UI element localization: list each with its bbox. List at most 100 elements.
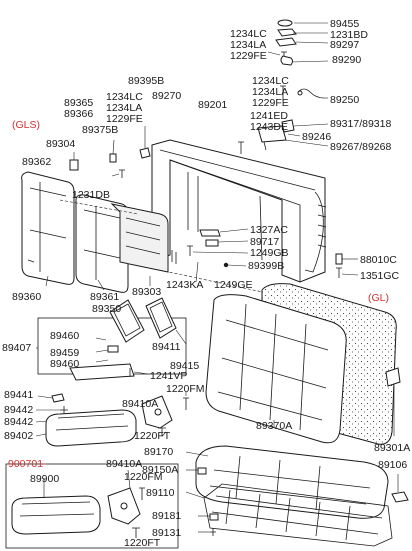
label-1351GC: 1351GC bbox=[360, 270, 400, 282]
gls-seat-back-group bbox=[21, 171, 169, 293]
label-89375B: 89375B bbox=[82, 124, 118, 136]
label-1234LC-left: 1234LC bbox=[106, 91, 143, 103]
bolt-icon bbox=[238, 141, 244, 154]
label-89370A: 89370A bbox=[256, 420, 292, 432]
label-89460-upper: 89460 bbox=[50, 330, 79, 342]
label-89460-lower: 89460 bbox=[50, 358, 79, 370]
label-89362: 89362 bbox=[22, 156, 51, 168]
label-89395B: 89395B bbox=[128, 75, 164, 87]
label-89170: 89170 bbox=[144, 446, 173, 458]
bolt-icon bbox=[132, 527, 140, 538]
small-hardware-left bbox=[69, 126, 151, 178]
label-1229FE-top: 1229FE bbox=[230, 50, 267, 62]
label-89270: 89270 bbox=[152, 90, 181, 102]
frame-icon bbox=[304, 191, 324, 273]
label-1249GE: 1249GE bbox=[214, 279, 253, 291]
clip-icon bbox=[277, 19, 293, 27]
label-89290: 89290 bbox=[332, 54, 361, 66]
seat-cushion-group bbox=[185, 445, 389, 519]
label-1234LA-left: 1234LA bbox=[106, 102, 142, 114]
label-1229FE-left: 1229FE bbox=[106, 113, 143, 125]
label-89402: 89402 bbox=[4, 430, 33, 442]
label-88010C: 88010C bbox=[360, 254, 397, 266]
label-89350: 89350 bbox=[92, 303, 121, 315]
seat-back-icon bbox=[205, 294, 347, 444]
label-89399B: 89399B bbox=[248, 260, 284, 272]
label-89110: 89110 bbox=[146, 487, 175, 499]
label-89442-b: 89442 bbox=[4, 416, 33, 428]
label-89717: 89717 bbox=[250, 236, 279, 248]
clip-icon bbox=[209, 513, 219, 521]
variant-label-gl: (GL) bbox=[368, 292, 389, 304]
label-1234LC-mid: 1234LC bbox=[252, 75, 289, 87]
label-89415: 89415 bbox=[170, 360, 199, 372]
label-1229FE-mid: 1229FE bbox=[252, 97, 289, 109]
label-1220FM-lower: 1220FM bbox=[124, 471, 163, 483]
headrest-clip-group bbox=[267, 19, 329, 66]
label-89267-89268: 89267/89268 bbox=[330, 141, 391, 153]
label-1327AC: 1327AC bbox=[250, 224, 288, 236]
bracket-icon bbox=[281, 119, 295, 133]
clip-icon bbox=[385, 367, 401, 387]
label-1249GB: 1249GB bbox=[250, 247, 289, 259]
label-89317-89318: 89317/89318 bbox=[330, 118, 391, 130]
bolt-icon bbox=[158, 427, 166, 436]
label-1241ED: 1241ED bbox=[250, 110, 288, 122]
label-89201: 89201 bbox=[198, 99, 227, 111]
label-89411: 89411 bbox=[152, 341, 181, 353]
clip-icon bbox=[69, 159, 79, 171]
label-89410A-lower: 89410A bbox=[106, 458, 142, 470]
variant-label-gls: (GLS) bbox=[12, 119, 40, 131]
clip-icon bbox=[51, 393, 65, 403]
label-89365: 89365 bbox=[64, 97, 93, 109]
label-89106: 89106 bbox=[378, 459, 407, 471]
clip-icon bbox=[69, 363, 135, 381]
bolt-icon bbox=[280, 85, 286, 100]
label-89150A: 89150A bbox=[142, 464, 178, 476]
armrest-assembly-box bbox=[36, 297, 187, 381]
label-1220FM-upper: 1220FM bbox=[166, 383, 205, 395]
clip-icon bbox=[197, 467, 207, 475]
label-89250: 89250 bbox=[330, 94, 359, 106]
cushion-hook bbox=[391, 474, 409, 503]
seat-back-icon bbox=[110, 203, 169, 273]
label-1234LA-top: 1234LA bbox=[230, 39, 266, 51]
label-option-900701: 900701- bbox=[8, 458, 47, 470]
lock-bracket bbox=[238, 119, 329, 154]
label-89303: 89303 bbox=[132, 286, 161, 298]
part-labels: 89455 1231BD 89297 89290 1234LC 1234LA 1… bbox=[2, 18, 410, 549]
label-1231DB: 1231DB bbox=[72, 189, 110, 201]
bracket-icon bbox=[199, 229, 221, 237]
clip-icon bbox=[109, 153, 117, 163]
gl-seat-back-group bbox=[205, 283, 401, 445]
label-89131: 89131 bbox=[152, 527, 181, 539]
bolt-icon bbox=[60, 406, 68, 414]
label-1241VP: 1241VP bbox=[150, 370, 187, 382]
label-89181: 89181 bbox=[152, 510, 181, 522]
label-89304: 89304 bbox=[46, 138, 75, 150]
bracket-icon bbox=[275, 37, 297, 47]
small-hardware-right bbox=[335, 253, 359, 278]
clip-icon bbox=[139, 147, 151, 159]
bolt-icon bbox=[139, 487, 145, 500]
label-89455: 89455 bbox=[330, 18, 359, 30]
bolt-icon bbox=[223, 262, 229, 268]
option-armrest-box bbox=[5, 463, 179, 549]
seat-back-icon bbox=[75, 194, 129, 293]
seat-back-icon bbox=[21, 171, 75, 285]
small-hardware-center bbox=[187, 228, 249, 283]
label-89900: 89900 bbox=[30, 473, 59, 485]
label-1243KA: 1243KA bbox=[166, 279, 203, 291]
bracket-icon bbox=[277, 28, 297, 37]
label-1220FT-lower: 1220FT bbox=[124, 537, 161, 549]
label-89407: 89407 bbox=[2, 342, 31, 354]
label-89459: 89459 bbox=[50, 347, 79, 359]
frame-icon bbox=[151, 139, 326, 283]
bracket-icon bbox=[205, 239, 219, 247]
label-89361: 89361 bbox=[90, 291, 119, 303]
label-89297: 89297 bbox=[330, 39, 359, 51]
label-1231BD: 1231BD bbox=[330, 29, 368, 41]
label-89441: 89441 bbox=[4, 389, 33, 401]
armrest-icon bbox=[109, 299, 145, 343]
